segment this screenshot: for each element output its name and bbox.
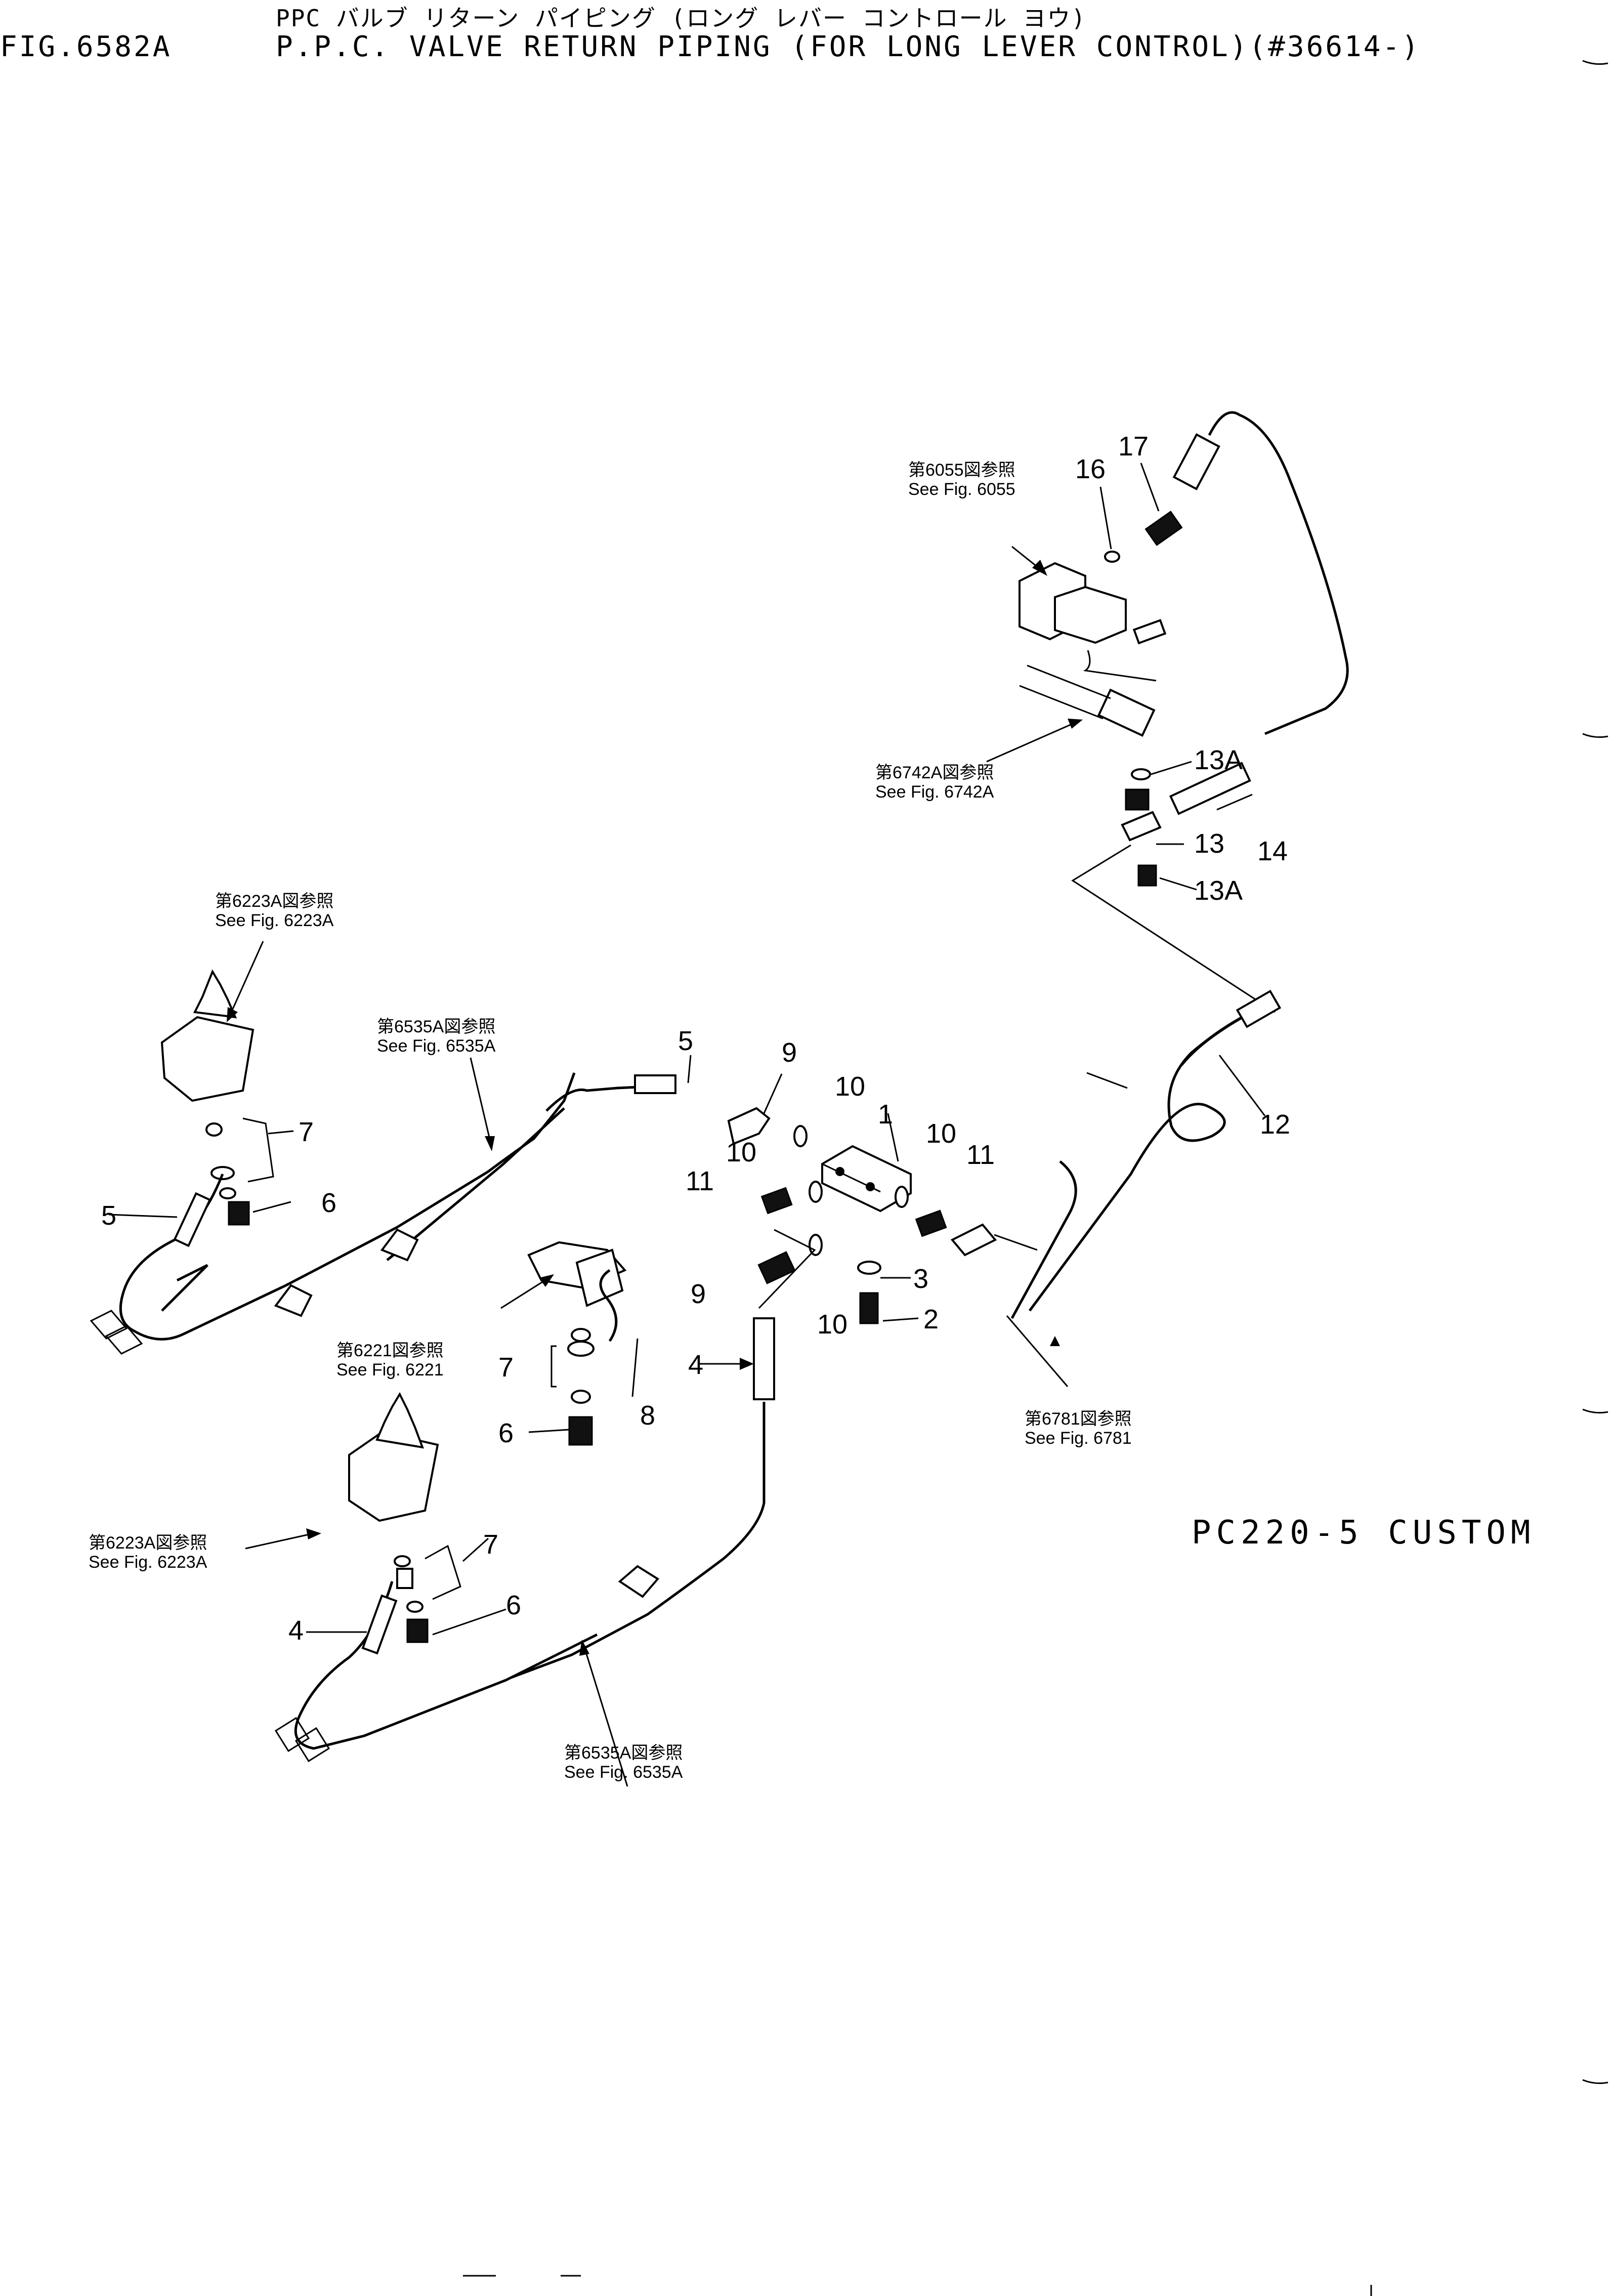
callout-4-lower: 4 <box>288 1615 304 1646</box>
callout-1: 1 <box>878 1099 893 1130</box>
callout-10-a: 10 <box>835 1071 865 1102</box>
hose-12 <box>950 989 1282 1387</box>
callout-5-left: 5 <box>101 1200 116 1231</box>
callout-11-right: 11 <box>966 1140 995 1170</box>
valve-assembly-upper <box>986 411 1349 1013</box>
callout-10-b: 10 <box>926 1118 956 1149</box>
ref-6223a-upper-en: See Fig. 6223A <box>215 911 334 930</box>
callout-12: 12 <box>1260 1109 1290 1140</box>
callout-6-lower: 6 <box>506 1590 521 1620</box>
callout-16: 17 <box>1118 431 1149 462</box>
callout-5-upper: 5 <box>678 1026 693 1056</box>
callout-6-center: 6 <box>498 1418 514 1448</box>
ref-6221-jp: 第6221図参照 <box>336 1341 444 1360</box>
model-footer: PC220-5 CUSTOM <box>1192 1514 1536 1552</box>
page-edge-marks <box>463 60 1608 2296</box>
callout-11-left: 11 <box>686 1166 714 1196</box>
ref-6055-en: See Fig. 6055 <box>908 480 1015 499</box>
ref-6055-jp: 第6055図参照 <box>908 461 1015 480</box>
hose-6535a-upper <box>90 1055 692 1355</box>
callout-10-c: 10 <box>726 1137 756 1167</box>
ref-6781-jp: 第6781図参照 <box>1025 1409 1132 1429</box>
callout-numbers: 17 16 13A 13 14 13A 12 5 9 10 1 10 11 10… <box>101 431 1290 1646</box>
ref-6742a-jp: 第6742A図参照 <box>875 763 994 782</box>
ppc-valve-left-upper <box>108 941 576 1341</box>
ref-6223a-upper-jp: 第6223A図参照 <box>215 892 333 911</box>
callout-8: 8 <box>640 1400 655 1431</box>
callout-6-upper: 6 <box>321 1188 336 1218</box>
ref-6535a-lower-en: See Fig. 6535A <box>564 1763 683 1782</box>
figure-references: 第6055図参照 See Fig. 6055 第6742A図参照 See Fig… <box>89 461 1132 1782</box>
figure-number: FIG.6582A <box>0 30 172 63</box>
callout-7-lower: 7 <box>483 1529 498 1560</box>
return-block <box>727 1073 947 1324</box>
callout-13a: 13A <box>1194 875 1243 906</box>
ref-6223a-lower-en: See Fig. 6223A <box>89 1553 207 1572</box>
ref-6221-en: See Fig. 6221 <box>336 1360 444 1380</box>
callout-13: 13 <box>1194 828 1224 859</box>
callout-14: 13A <box>1194 745 1243 775</box>
callout-3: 3 <box>913 1264 928 1294</box>
ref-6535a-upper-jp: 第6535A図参照 <box>377 1017 495 1036</box>
callout-10-d: 10 <box>817 1309 847 1340</box>
ref-6742a-en: See Fig. 6742A <box>875 782 994 802</box>
callout-17: 16 <box>1075 454 1106 484</box>
figure-title: P.P.C. VALVE RETURN PIPING (FOR LONG LEV… <box>276 30 1421 63</box>
ppc-valve-left-lower <box>245 1392 628 1787</box>
lever-valve-center <box>500 1241 639 1446</box>
callout-15: 14 <box>1257 836 1288 866</box>
callout-7-upper: 7 <box>299 1117 314 1147</box>
ref-6781-en: See Fig. 6781 <box>1025 1429 1132 1448</box>
figure-title-kana: PPC バルブ リターン パイピング (ロング レバー コントロール ヨウ) <box>276 5 1087 32</box>
callout-2: 2 <box>923 1304 939 1334</box>
callout-4-center: 4 <box>688 1350 703 1380</box>
ref-6223a-lower-jp: 第6223A図参照 <box>89 1533 207 1553</box>
ref-6535a-lower-jp: 第6535A図参照 <box>564 1743 683 1763</box>
ref-6535a-upper-en: See Fig. 6535A <box>377 1036 496 1056</box>
callout-9-upper: 9 <box>782 1037 797 1068</box>
callout-7-center: 7 <box>498 1352 514 1383</box>
hose-4 <box>511 1317 775 1679</box>
callout-9-lower: 9 <box>691 1279 706 1309</box>
